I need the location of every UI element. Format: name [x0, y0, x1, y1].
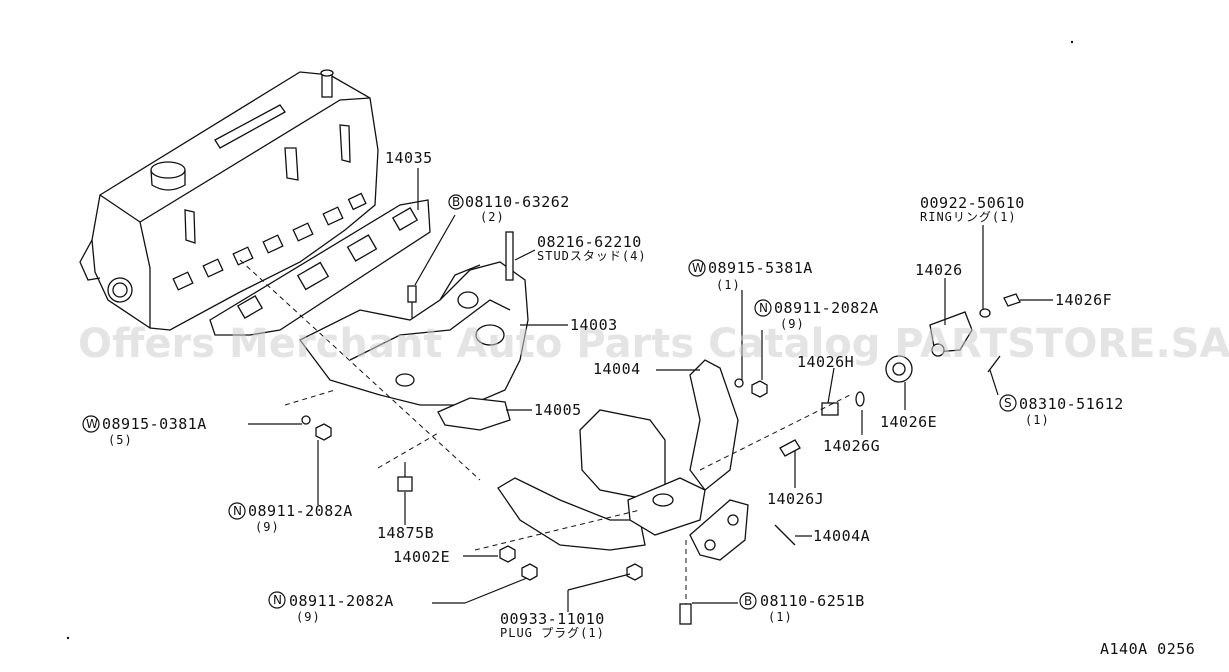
callout-b-08110-6251B: B 08110-6251B (1) [739, 592, 865, 624]
callout-14003: 14003 [570, 316, 618, 334]
callout-14875B: 14875B [377, 524, 434, 542]
svg-text:W: W [86, 417, 98, 431]
svg-text:PLUG プラグ(1): PLUG プラグ(1) [500, 626, 605, 640]
n-symbol-icon [268, 591, 286, 609]
leader-lines [248, 168, 1053, 612]
svg-text:08216-62210: 08216-62210 [537, 233, 642, 251]
svg-text:08911-2082A: 08911-2082A [289, 592, 394, 610]
svg-text:B: B [744, 594, 752, 608]
svg-text:(5): (5) [108, 433, 133, 447]
callout-14026: 14026 [915, 261, 963, 279]
svg-text:08915-0381A: 08915-0381A [102, 415, 207, 433]
svg-text:(9): (9) [780, 317, 805, 331]
svg-text:N: N [273, 593, 282, 607]
svg-text:08310-51612: 08310-51612 [1019, 395, 1124, 413]
manifold-gasket-illustration [209, 199, 431, 336]
b-symbol-icon [448, 194, 464, 210]
svg-text:N: N [233, 504, 242, 518]
svg-text:(1): (1) [768, 610, 793, 624]
svg-text:(2): (2) [480, 210, 505, 224]
callout-plug-00933-11010: 00933-11010 PLUG プラグ(1) [500, 610, 605, 640]
svg-text:W: W [692, 261, 704, 275]
exhaust-manifold-illustration [497, 359, 749, 561]
svg-text:08915-5381A: 08915-5381A [708, 259, 813, 277]
callout-14004: 14004 [593, 360, 641, 378]
svg-text:(1): (1) [1025, 413, 1050, 427]
callout-b-08110-63262: B 08110-63262 (2) [448, 193, 570, 224]
dot-mark [1070, 40, 1074, 44]
callout-14002E: 14002E [393, 548, 450, 566]
callout-14004A: 14004A [813, 527, 870, 545]
n-symbol-icon [228, 502, 246, 520]
cylinder-head-illustration [79, 69, 379, 331]
n-symbol-icon [754, 299, 772, 317]
heat-shield-plate-illustration [437, 397, 511, 431]
s-symbol-icon [999, 394, 1017, 412]
watermark-text: Offers Merchant Auto Parts Catalog PARTS… [78, 321, 1229, 367]
callout-w-08915-0381A: W 08915-0381A (5) [82, 415, 207, 447]
callout-n-08911-2082A-mid: N 08911-2082A (9) [228, 502, 353, 534]
callout-ring-00922-50610: 00922-50610 RINGリング(1) [920, 194, 1025, 224]
b-symbol-icon [739, 592, 757, 610]
w-symbol-icon [82, 415, 100, 433]
callout-14026J: 14026J [767, 490, 824, 508]
callout-14026E: 14026E [880, 413, 937, 431]
callout-s-08310-51612: S 08310-51612 (1) [999, 394, 1124, 427]
svg-text:B: B [452, 195, 460, 209]
callout-n-08911-2082A-top: N 08911-2082A (9) [754, 299, 879, 331]
callout-w-08915-5381A: W 08915-5381A (1) [688, 259, 813, 292]
svg-text:00933-11010: 00933-11010 [500, 610, 605, 628]
callout-14026F: 14026F [1055, 291, 1112, 309]
callout-14005: 14005 [534, 401, 582, 419]
dot-mark [66, 636, 70, 640]
callout-n-08911-2082A-bot: N 08911-2082A (9) [268, 591, 394, 624]
callout-14026H: 14026H [797, 353, 854, 371]
svg-text:08911-2082A: 08911-2082A [774, 299, 879, 317]
diagram-id: A140A 0256 [1100, 640, 1195, 658]
svg-text:(9): (9) [296, 610, 321, 624]
callout-stud-08216-62210: 08216-62210 STUDスタッド(4) [537, 233, 647, 263]
w-symbol-icon [688, 259, 706, 277]
callout-14026G: 14026G [823, 437, 880, 455]
svg-text:S: S [1004, 396, 1012, 410]
svg-text:08110-6251B: 08110-6251B [760, 592, 865, 610]
svg-text:N: N [759, 301, 768, 315]
svg-text:(1): (1) [716, 278, 741, 292]
hardware-illustrations [301, 231, 1021, 625]
intake-manifold-illustration [299, 261, 529, 406]
svg-text:08110-63262: 08110-63262 [465, 193, 570, 211]
svg-text:00922-50610: 00922-50610 [920, 194, 1025, 212]
callout-14035: 14035 [385, 149, 433, 167]
svg-text:08911-2082A: 08911-2082A [248, 502, 353, 520]
svg-text:RINGリング(1): RINGリング(1) [920, 210, 1017, 224]
svg-text:STUDスタッド(4): STUDスタッド(4) [537, 249, 647, 263]
assembly-guide-lines [239, 259, 851, 551]
svg-text:(9): (9) [255, 520, 280, 534]
